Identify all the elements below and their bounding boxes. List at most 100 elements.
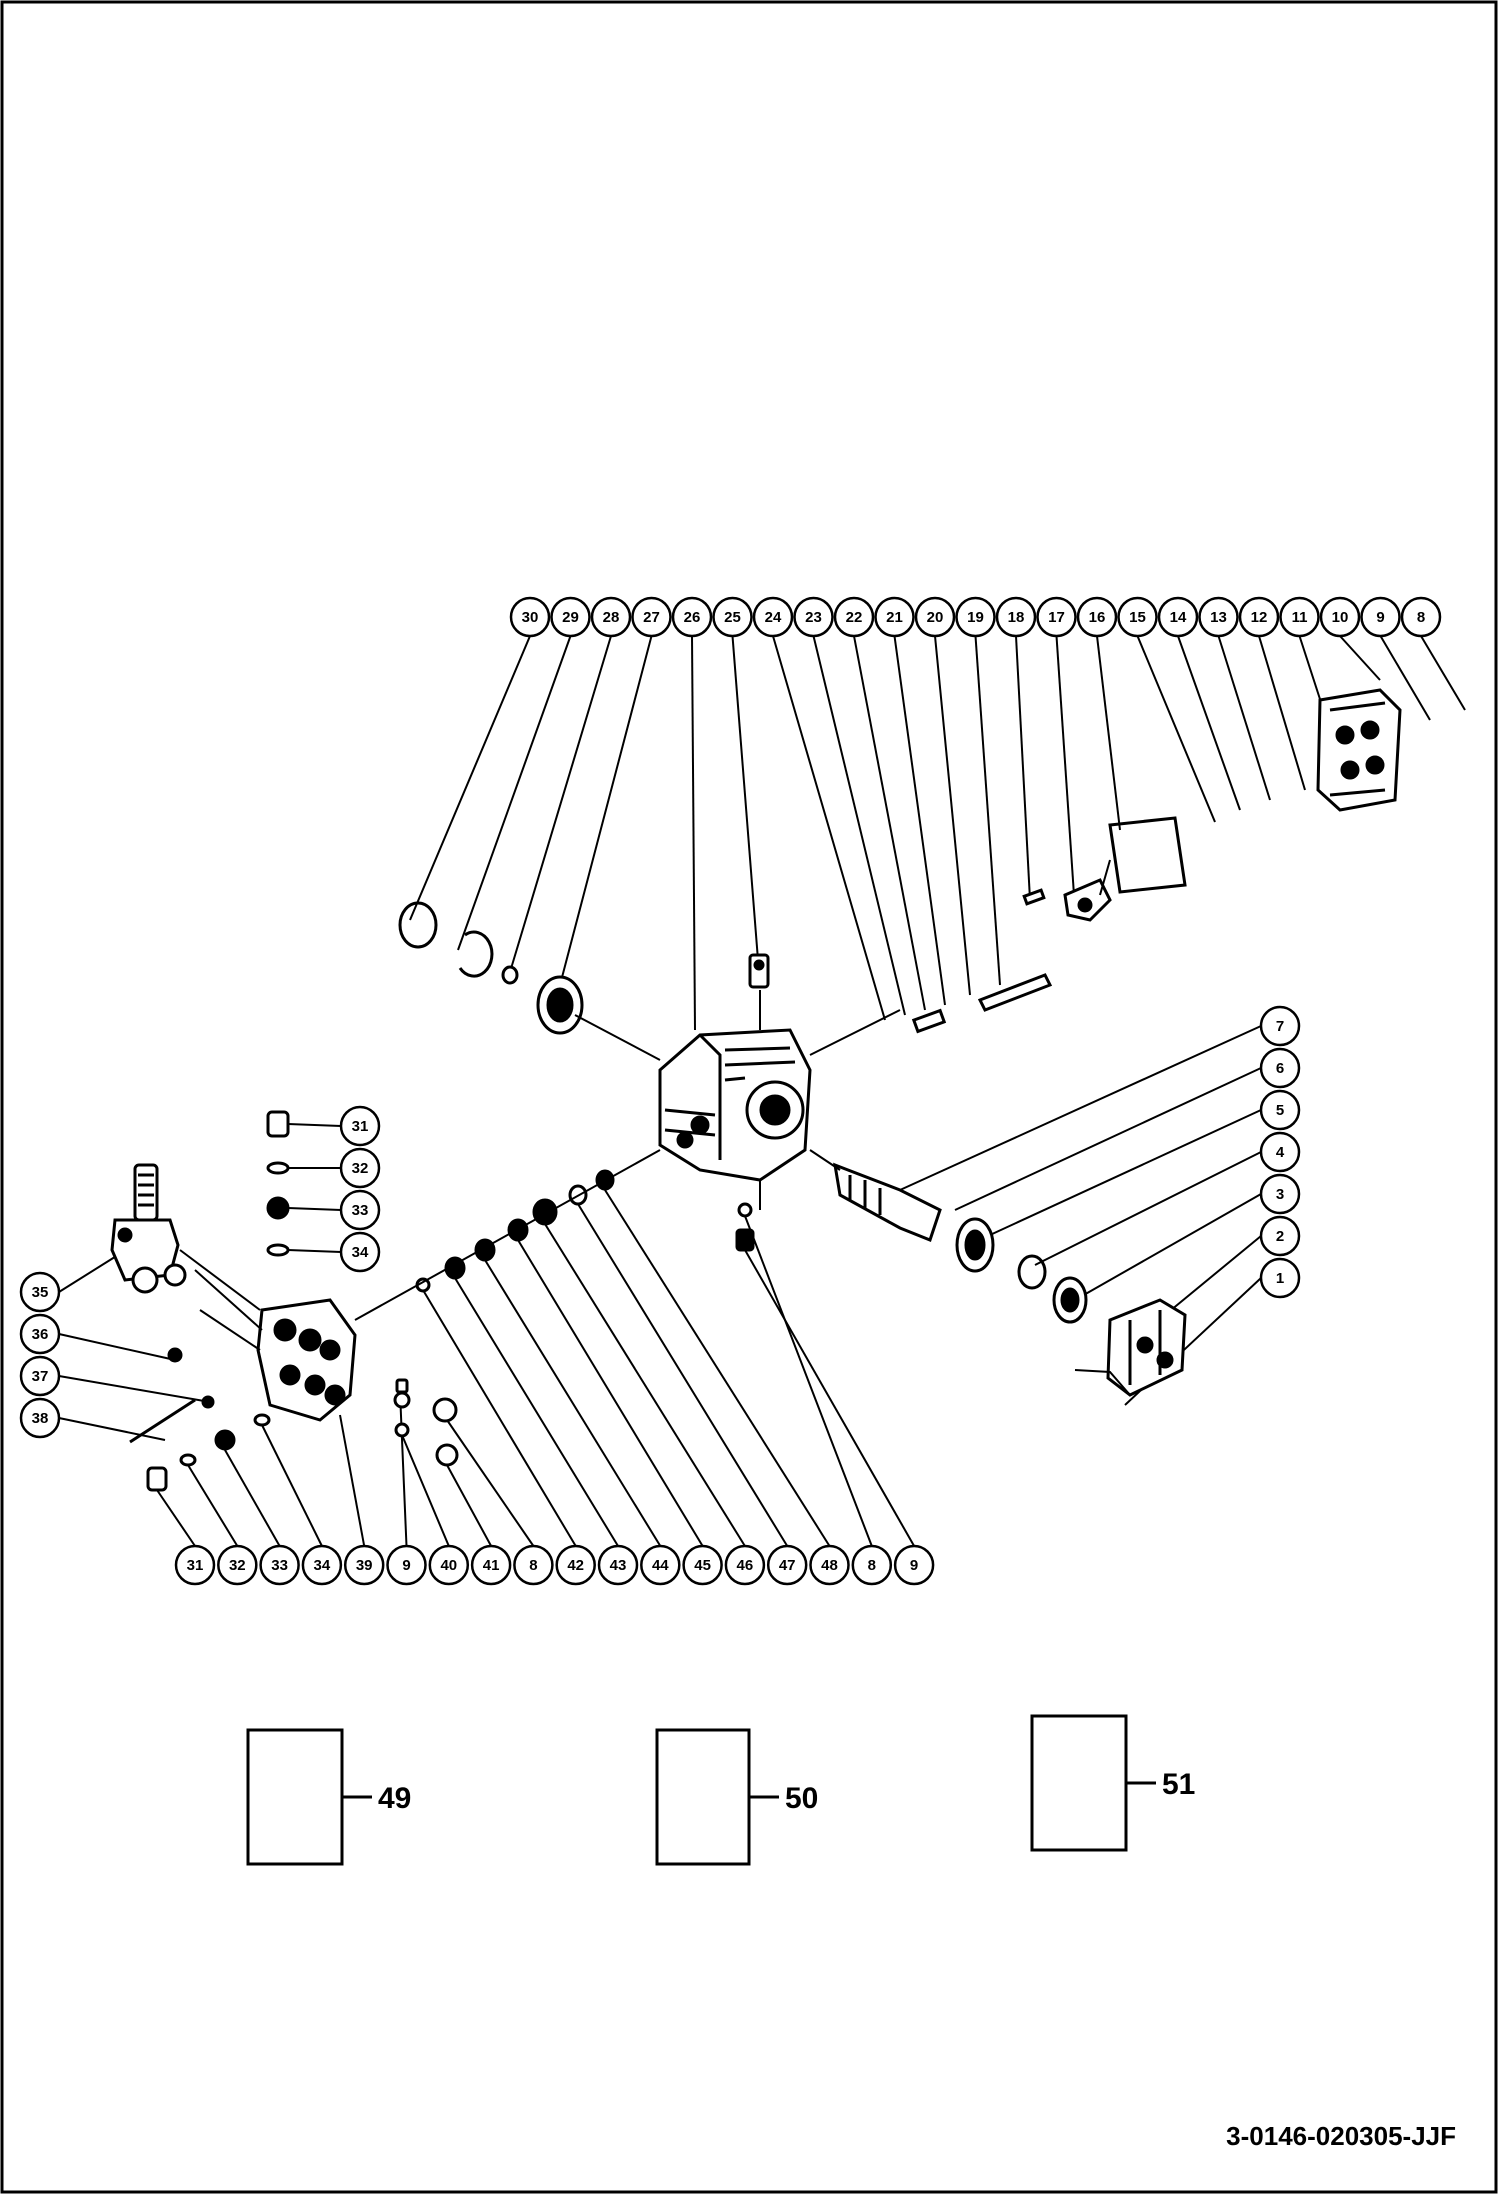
- callout-bottom: 40: [428, 1544, 470, 1586]
- callout-label: 27: [643, 609, 660, 626]
- reference-label: 49: [378, 1782, 411, 1815]
- callout-label: 26: [684, 609, 701, 626]
- callout-right: 2: [1259, 1215, 1301, 1257]
- callout-label: 2: [1276, 1228, 1284, 1245]
- callout-right: 5: [1259, 1089, 1301, 1131]
- callout-label: 33: [352, 1202, 369, 1219]
- callout-bottom: 44: [640, 1544, 681, 1586]
- lower-valve-parts: [129, 1347, 459, 1492]
- callout-label: 19: [967, 609, 984, 626]
- callout-label: 40: [440, 1557, 457, 1574]
- callout-label: 8: [1417, 609, 1425, 626]
- callout-label: 10: [1332, 609, 1349, 626]
- callout-top: 25: [712, 596, 753, 638]
- callout-bottom: 33: [259, 1544, 300, 1586]
- drawing-number: 3-0146-020305-JJF: [1226, 2121, 1456, 2151]
- callout-label: 32: [229, 1557, 246, 1574]
- gasket: [1108, 816, 1187, 894]
- callout-mid: 31: [339, 1105, 381, 1147]
- callout-label: 6: [1276, 1060, 1284, 1077]
- callout-label: 24: [765, 609, 782, 626]
- callout-label: 35: [32, 1284, 49, 1301]
- reference-label: 51: [1162, 1768, 1195, 1801]
- callout-top: 23: [793, 596, 834, 638]
- callout-right: 4: [1259, 1131, 1301, 1173]
- callout-label: 48: [821, 1557, 838, 1574]
- callout-label: 28: [603, 609, 620, 626]
- callout-label: 25: [724, 609, 741, 626]
- callout-label: 15: [1129, 609, 1146, 626]
- callout-top: 14: [1157, 596, 1199, 638]
- oil-seal-rings: [398, 901, 584, 1035]
- callout-label: 7: [1276, 1018, 1284, 1035]
- callout-label: 14: [1170, 609, 1187, 626]
- callout-top: 8: [1400, 596, 1442, 638]
- callout-mid: 33: [339, 1189, 381, 1231]
- callout-label: 44: [652, 1557, 669, 1574]
- callout-bottom: 8: [513, 1544, 554, 1586]
- assembly-lines: [179, 859, 1111, 1351]
- callout-top: 17: [1036, 596, 1077, 638]
- callout-top: 18: [995, 596, 1037, 638]
- callout-top: 29: [550, 596, 591, 638]
- unloader-valve: [110, 1163, 187, 1294]
- callout-label: 4: [1276, 1144, 1285, 1161]
- callout-left: 36: [19, 1313, 61, 1355]
- callout-top: 21: [874, 596, 915, 638]
- callout-label: 33: [271, 1557, 288, 1574]
- callout-label: 34: [352, 1244, 369, 1261]
- callout-label: 31: [352, 1118, 369, 1135]
- callout-bottom: 43: [597, 1544, 639, 1586]
- callout-bottom: 31: [174, 1544, 216, 1586]
- callout-top: 28: [590, 596, 632, 638]
- callout-label: 8: [868, 1557, 876, 1574]
- callout-left: 38: [19, 1397, 61, 1439]
- callout-bottom: 34: [301, 1544, 343, 1586]
- reference-box-49: 49: [246, 1728, 411, 1866]
- callout-top: 19: [955, 596, 996, 638]
- callout-label: 30: [522, 609, 539, 626]
- callout-bottom: 9: [386, 1544, 427, 1586]
- callout-mid: 34: [339, 1231, 381, 1273]
- rear-cover: [1316, 688, 1402, 812]
- callout-label: 9: [910, 1557, 918, 1574]
- callout-label: 41: [483, 1557, 500, 1574]
- sight-glass-stack: [266, 1110, 290, 1257]
- bearing-cover: [1074, 1298, 1187, 1397]
- valve-stack: [415, 1169, 755, 1293]
- callout-label: 9: [402, 1557, 410, 1574]
- callout-bottom: 46: [724, 1544, 766, 1586]
- callout-label: 39: [356, 1557, 373, 1574]
- callout-label: 42: [567, 1557, 584, 1574]
- callout-label: 36: [32, 1326, 49, 1343]
- callout-label: 46: [737, 1557, 754, 1574]
- callout-label: 12: [1251, 609, 1268, 626]
- callout-mid: 32: [339, 1147, 381, 1189]
- manifold-head: [256, 1298, 357, 1422]
- callout-bottom: 32: [217, 1544, 258, 1586]
- plunger-seal-set: [833, 1162, 1088, 1324]
- callout-right: 6: [1259, 1047, 1301, 1089]
- callout-label: 32: [352, 1160, 369, 1177]
- callout-bottom: 39: [343, 1544, 385, 1586]
- callout-left: 35: [19, 1271, 61, 1313]
- callout-top: 20: [914, 596, 956, 638]
- callout-label: 38: [32, 1410, 49, 1427]
- callout-top: 15: [1117, 596, 1158, 638]
- callout-label: 18: [1008, 609, 1025, 626]
- callout-bottom: 47: [766, 1544, 808, 1586]
- reference-box-50: 50: [655, 1728, 818, 1866]
- callout-label: 45: [694, 1557, 711, 1574]
- callout-right: 1: [1259, 1257, 1301, 1299]
- callout-bottom: 9: [893, 1544, 935, 1586]
- reference-box-51: 51: [1030, 1714, 1195, 1852]
- callout-top: 12: [1238, 596, 1280, 638]
- callout-top: 9: [1360, 596, 1401, 638]
- callout-label: 9: [1376, 609, 1384, 626]
- callout-label: 11: [1292, 609, 1308, 626]
- callout-label: 17: [1048, 609, 1065, 626]
- callout-label: 5: [1276, 1102, 1284, 1119]
- callout-top: 24: [752, 596, 794, 638]
- callout-bottom: 45: [682, 1544, 723, 1586]
